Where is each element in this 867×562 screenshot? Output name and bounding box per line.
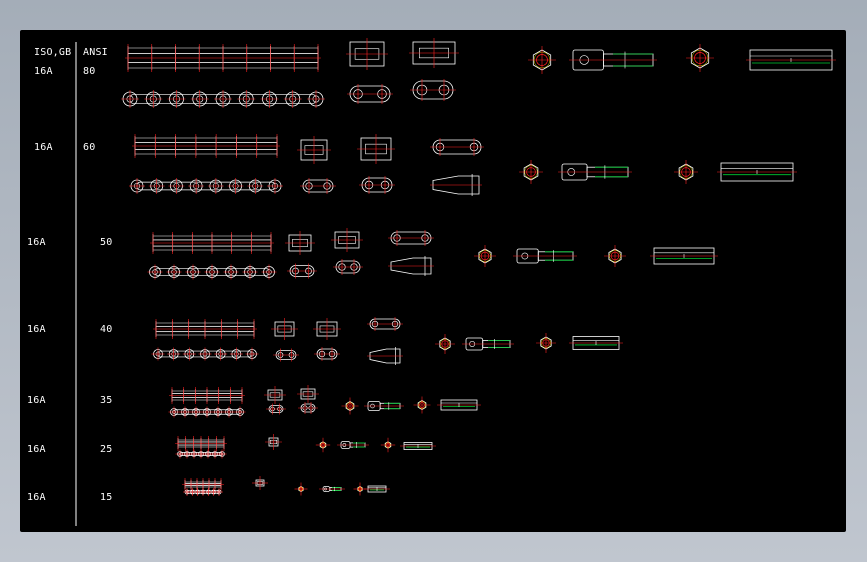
- hex-nut: [474, 245, 496, 267]
- connecting-plate: [333, 259, 363, 275]
- row-ansi-label: 35: [100, 395, 113, 406]
- row-ansi-label: 40: [100, 324, 113, 335]
- plate-outline: [432, 175, 480, 195]
- connecting-plate: [266, 403, 286, 415]
- chain-top-view: [132, 134, 280, 158]
- row-ansi-label: 25: [100, 444, 113, 455]
- connecting-plate: [300, 178, 336, 194]
- hex-nut: [686, 44, 714, 72]
- plate-outline: [390, 257, 432, 275]
- pin-bolt: [462, 337, 514, 351]
- connecting-plate: [410, 79, 456, 101]
- inner-link: [265, 434, 282, 450]
- chain-top-view: [125, 44, 321, 72]
- row-iso-label: 16A: [34, 66, 53, 77]
- row-ansi-label: 60: [83, 142, 96, 153]
- connecting-plate: [359, 176, 395, 194]
- pin-bolt: [558, 163, 632, 181]
- hex-nut: [341, 397, 359, 415]
- ansi-header: ANSI: [83, 47, 108, 58]
- inner-link: [252, 476, 268, 490]
- row-iso-label: 16A: [27, 444, 46, 455]
- connecting-plate: [388, 230, 434, 246]
- inner-link: [357, 134, 395, 164]
- chain-side-view: [147, 264, 277, 280]
- hex-nut: [536, 333, 556, 353]
- chain-side-view: [168, 406, 246, 418]
- inner-link: [297, 136, 331, 164]
- bushing-sleeve: [364, 485, 390, 493]
- connecting-plate: [298, 402, 318, 414]
- chain-top-view: [182, 478, 224, 491]
- row-ansi-label: 50: [100, 237, 113, 248]
- chain-side-view: [183, 488, 223, 496]
- hex-nut: [604, 245, 626, 267]
- chain-side-view: [129, 178, 283, 194]
- bushing-sleeve: [746, 49, 836, 71]
- hex-nut: [435, 334, 455, 354]
- pin-bolt: [364, 401, 404, 411]
- hex-nut: [519, 160, 543, 184]
- inner-link: [264, 386, 286, 404]
- bushing-sleeve: [717, 162, 797, 182]
- row-iso-label: 16A: [34, 142, 53, 153]
- row-ansi-label: 15: [100, 492, 113, 503]
- row-iso-label: 16A: [27, 395, 46, 406]
- pin-bolt: [569, 49, 657, 71]
- connecting-plate: [314, 347, 340, 361]
- bushing-sleeve: [569, 336, 623, 350]
- chain-top-view: [150, 232, 274, 254]
- bushing-sleeve: [400, 442, 436, 450]
- connecting-plate: [367, 317, 403, 331]
- offset-link: [388, 256, 434, 276]
- plate-outline: [369, 348, 401, 364]
- pin-bolt: [337, 441, 369, 449]
- hex-nut: [380, 437, 396, 453]
- offset-link: [367, 347, 403, 365]
- inner-link: [271, 318, 298, 340]
- hex-nut: [294, 482, 308, 496]
- inner-link: [313, 318, 341, 340]
- bushing-sleeve: [437, 399, 481, 411]
- chain-side-view: [175, 449, 227, 459]
- cad-drawing-area: ISO,GB ANSI 16A 80 16A 60 16A 50 16A 40 …: [20, 30, 846, 532]
- chain-top-view: [175, 436, 227, 451]
- connecting-plate: [273, 348, 299, 362]
- hex-nut: [315, 437, 331, 453]
- hex-nut: [674, 160, 698, 184]
- offset-link: [430, 174, 482, 196]
- chain-top-view: [153, 319, 257, 339]
- row-ansi-label: 80: [83, 66, 96, 77]
- hex-nut: [413, 396, 431, 414]
- inner-link: [409, 38, 459, 68]
- connecting-plate: [347, 84, 393, 104]
- pin-bolt: [513, 248, 577, 264]
- connecting-plate: [430, 138, 484, 156]
- inner-link: [346, 38, 388, 70]
- iso-header: ISO,GB: [34, 47, 72, 58]
- hex-nut: [528, 46, 556, 74]
- bushing-sleeve: [650, 247, 718, 265]
- row-iso-label: 16A: [27, 237, 46, 248]
- inner-link: [297, 385, 319, 403]
- pin-bolt: [319, 486, 345, 492]
- row-iso-label: 16A: [27, 324, 46, 335]
- chain-side-view: [151, 347, 259, 361]
- inner-link: [331, 228, 363, 252]
- chain-side-view: [121, 90, 325, 108]
- inner-link: [285, 231, 315, 255]
- row-iso-label: 16A: [27, 492, 46, 503]
- chain-top-view: [169, 387, 245, 404]
- connecting-plate: [287, 263, 317, 279]
- chain-parts-drawing: [75, 38, 836, 526]
